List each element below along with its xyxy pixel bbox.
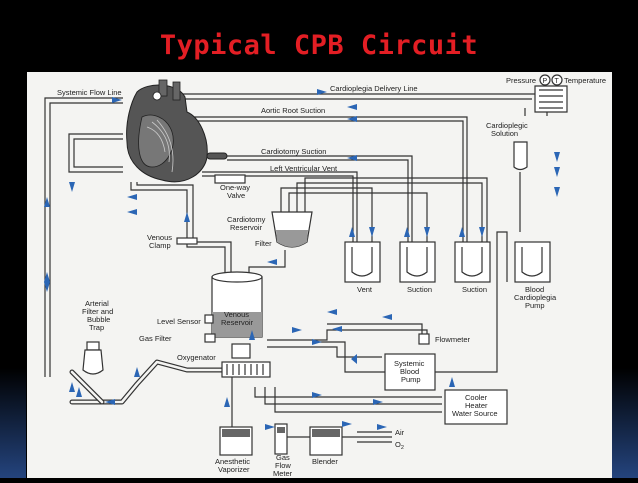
cooler-line-3 xyxy=(274,387,442,413)
venous-reservoir xyxy=(211,271,263,338)
label-suction-1: Suction xyxy=(407,285,432,294)
blood-cardioplegia-pump xyxy=(514,241,551,283)
label-valve: Valve xyxy=(227,191,245,200)
roller-pump-vent xyxy=(344,241,381,283)
oxygenator-top xyxy=(231,343,251,359)
air-line xyxy=(357,431,392,443)
suction2-return-tube xyxy=(296,182,483,282)
label-pump: Pump xyxy=(525,301,545,310)
cardiotomy-suction-tube-inner xyxy=(227,159,409,282)
label-trap: Trap xyxy=(89,323,104,332)
one-way-valve-piece xyxy=(206,152,228,160)
label-temperature: Temperature xyxy=(564,76,606,85)
roller-pump-suction-1 xyxy=(399,241,436,283)
temperature-symbol: T xyxy=(555,78,560,85)
aortic-root-suction-tube-inner xyxy=(185,120,464,282)
label-cooler: Cooler xyxy=(465,393,488,402)
temperature-gauge xyxy=(551,74,563,86)
venous-line-tube-inner xyxy=(136,182,232,277)
label-meter: Meter xyxy=(273,469,293,478)
label-systemic-flow-line: Systemic Flow Line xyxy=(57,88,122,97)
label-flow: Flow xyxy=(275,461,291,470)
label-venous: Venous xyxy=(147,233,172,242)
label-systemic-blood: Blood xyxy=(400,367,419,376)
label-cardiotomy-suction: Cardiotomy Suction xyxy=(261,147,326,156)
cardiotomy-suction-tube xyxy=(227,155,413,282)
label-left-ventricular-vent: Left Ventricular Vent xyxy=(270,164,338,173)
label-reservoir: Reservoir xyxy=(230,223,263,232)
cooler-line-1 xyxy=(254,387,442,398)
label-aortic-root-suction: Aortic Root Suction xyxy=(261,106,325,115)
label-vaporizer: Vaporizer xyxy=(218,465,250,474)
label-systemic-pump: Pump xyxy=(401,375,421,384)
cooler-heater-box xyxy=(444,389,508,425)
label-anesthetic: Anesthetic xyxy=(215,457,250,466)
gas-filter xyxy=(204,333,216,343)
label-cardioplegia-delivery-line: Cardioplegia Delivery Line xyxy=(330,84,418,93)
venous-clamp xyxy=(176,237,198,245)
label-suction-2: Suction xyxy=(462,285,487,294)
diagram-panel: P T xyxy=(27,72,612,478)
left-edge-decoration xyxy=(0,368,26,478)
right-edge-decoration xyxy=(612,368,638,478)
venous-loop-tube-inner xyxy=(73,138,123,168)
label-cardiotomy: Cardiotomy xyxy=(227,215,266,224)
heart-illustration xyxy=(126,79,208,183)
label-blood: Blood xyxy=(525,285,544,294)
cpb-diagram: P T xyxy=(44,74,606,478)
label-systemic: Systemic xyxy=(394,359,425,368)
label-oxygenator: Oxygenator xyxy=(177,353,216,362)
pressure-gauge xyxy=(539,74,551,86)
systemic-flow-line-tube-inner xyxy=(49,102,123,377)
arterial-line-inner-2 xyxy=(70,370,104,404)
flowmeter-box xyxy=(418,333,430,345)
heat-exchanger xyxy=(534,85,568,113)
label-bubble: Bubble xyxy=(87,315,110,324)
label-venous-reservoir-1: Venous xyxy=(224,310,249,319)
label-water-source: Water Source xyxy=(452,409,498,418)
label-one-way: One-way xyxy=(220,183,250,192)
arterial-filter-bubble-trap xyxy=(82,341,104,375)
label-venous-reservoir-2: Reservoir xyxy=(221,318,254,327)
label-filter: Filter xyxy=(255,239,272,248)
label-solution: Solution xyxy=(491,129,518,138)
label-cardioplegia: Cardioplegia xyxy=(514,293,557,302)
systemic-blood-pump xyxy=(384,353,436,391)
suction2-return-tube-b xyxy=(304,177,488,282)
label-vent: Vent xyxy=(357,285,373,294)
systemic-pump-loop2 xyxy=(267,346,382,358)
roller-pump-suction-2 xyxy=(454,241,491,283)
label-arterial: Arterial xyxy=(85,299,109,308)
systemic-flow-line-tube xyxy=(44,97,123,377)
label-level-sensor: Level Sensor xyxy=(157,317,201,326)
level-sensor xyxy=(204,314,214,324)
label-flowmeter: Flowmeter xyxy=(435,335,471,344)
label-blender: Blender xyxy=(312,457,338,466)
cooler-line-2 xyxy=(264,387,442,405)
pressure-symbol: P xyxy=(543,78,548,85)
venous-line-tube xyxy=(130,182,226,277)
systemic-pump-loop xyxy=(267,329,428,341)
label-gas: Gas xyxy=(276,453,290,462)
label-pressure: Pressure xyxy=(506,76,536,85)
label-filter-and: Filter and xyxy=(82,307,113,316)
cardioplegic-solution-bag xyxy=(513,141,528,171)
label-cardioplegic: Cardioplegic xyxy=(486,121,528,130)
aortic-root-suction-tube xyxy=(185,116,468,282)
blood-cp-return-tube xyxy=(317,231,508,373)
page-title: Typical CPB Circuit xyxy=(159,30,479,61)
one-way-valve xyxy=(214,174,246,184)
flowmeter-tube xyxy=(327,323,423,334)
label-o2: O2 xyxy=(395,440,404,451)
oxygenator xyxy=(221,361,271,378)
label-gas-filter: Gas Filter xyxy=(139,334,172,343)
label-heater: Heater xyxy=(465,401,488,410)
suction-return-tube xyxy=(288,192,428,282)
label-air: Air xyxy=(395,428,405,437)
venous-loop-tube xyxy=(68,133,123,173)
label-clamp: Clamp xyxy=(149,241,171,250)
flow-arrows xyxy=(44,89,560,430)
